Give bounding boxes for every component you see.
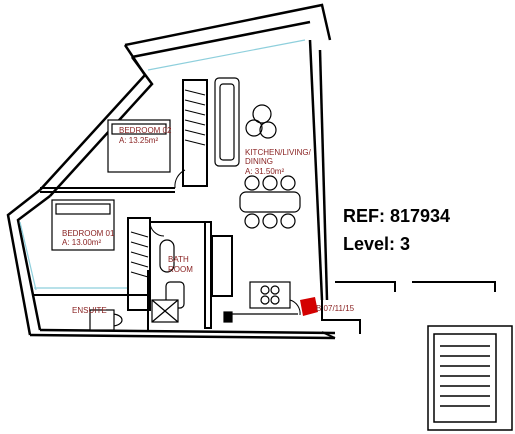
entry-marker: [300, 297, 318, 316]
bedroom-02-name: BEDROOM 02: [119, 126, 172, 135]
corridor: [321, 281, 496, 339]
bedroom-02-area: A: 13.25m²: [119, 136, 158, 145]
bathroom-fixtures: [89, 239, 185, 331]
exterior-walls: [6, 3, 336, 340]
bed-bedroom-02: [107, 119, 171, 173]
reference-number: REF: 817934: [343, 206, 451, 226]
sofa: [214, 77, 240, 167]
kitchen-area: A: 31.50m²: [245, 167, 284, 176]
entry-marker-label: B 07/11/15: [316, 304, 355, 313]
ensuite-name: ENSUITE: [72, 306, 107, 315]
bedroom-01-area: A: 13.00m²: [62, 238, 101, 247]
level-label: Level: 3: [343, 234, 411, 254]
kitchen-name-line-1: KITCHEN/LIVING/: [245, 148, 312, 157]
bathroom-name-line-1: BATH: [168, 255, 189, 264]
kitchen-name-line-2: DINING: [245, 157, 273, 166]
interior-walls: [34, 79, 233, 330]
dining-table: [239, 175, 301, 229]
bedroom-01-name: BEDROOM 01: [62, 229, 115, 238]
bathroom-name-line-2: ROOM: [168, 265, 193, 274]
coffee-tables: [245, 104, 277, 139]
wardrobes: [130, 89, 206, 278]
stair-core: [427, 325, 513, 431]
bed-bedroom-01: [51, 199, 115, 251]
door-swings: [149, 169, 301, 316]
kitchen-units: [223, 281, 298, 323]
